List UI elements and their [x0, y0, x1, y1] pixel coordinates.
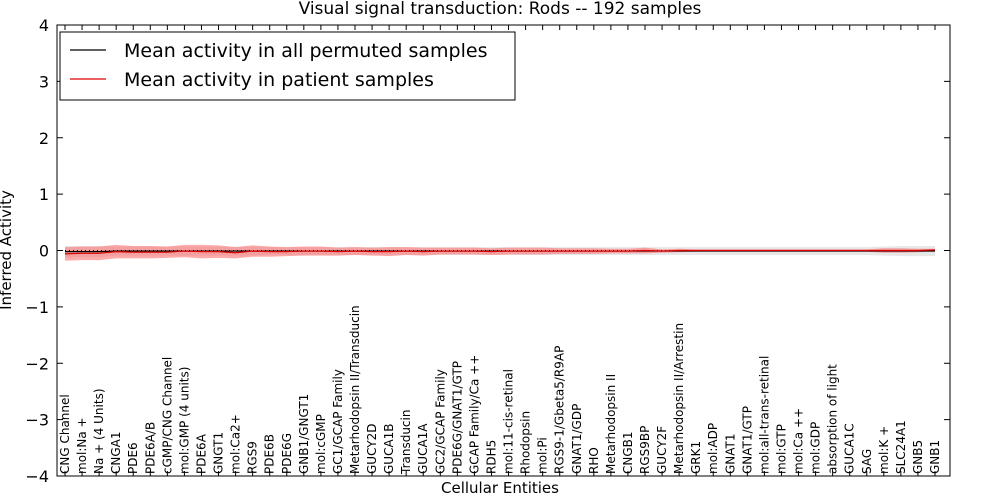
x-tick-label: SAG — [860, 449, 874, 474]
x-tick-label: Metarhodopsin II — [604, 374, 618, 474]
chart-title: Visual signal transduction: Rods -- 192 … — [299, 0, 702, 19]
x-tick-label: GNB1 — [928, 440, 942, 474]
x-tick-label: GUCA1B — [382, 423, 396, 474]
x-axis-ticks — [64, 25, 936, 476]
x-tick-label: mol:GTP — [774, 424, 788, 474]
x-tick-label: absorption of light — [826, 364, 840, 474]
x-tick-label: GNAT1 — [723, 433, 737, 474]
x-tick-label: GUCA1C — [843, 423, 857, 474]
x-tick-label: PDE6 — [126, 442, 140, 474]
y-tick-label: −2 — [25, 354, 49, 373]
x-tick-label: GNB5 — [911, 440, 925, 474]
y-tick-label: 4 — [39, 16, 49, 35]
y-tick-label: 0 — [39, 242, 49, 261]
x-tick-label: GNAT1/GTP — [740, 406, 754, 474]
legend-label-permuted: Mean activity in all permuted samples — [124, 40, 487, 62]
x-tick-label: mol:K + — [877, 426, 891, 474]
x-tick-label: Transducin — [399, 410, 413, 475]
x-tick-label: cGMP/CNG Channel — [160, 357, 174, 474]
x-tick-label: GNB1/GNGT1 — [297, 394, 311, 474]
x-tick-label: GNGT1 — [212, 432, 226, 474]
x-tick-label: PDE6G — [280, 433, 294, 474]
y-tick-label: −1 — [25, 298, 49, 317]
x-tick-label: mol:Pi — [536, 437, 550, 474]
x-tick-label: PDE6B — [263, 434, 277, 474]
x-tick-label: SLC24A1 — [894, 420, 908, 474]
x-tick-label: GRK1 — [689, 441, 703, 474]
x-tick-label: RGS9-1/Gbeta5/R9AP — [553, 346, 567, 474]
x-tick-label: GC1/GCAP Family — [331, 369, 345, 474]
confidence-bands — [65, 244, 935, 261]
x-tick-label: CNGB1 — [621, 431, 635, 474]
x-axis-title: Cellular Entities — [441, 479, 559, 497]
x-tick-label: PDE6G/GNAT1/GTP — [450, 361, 464, 474]
y-tick-label: 2 — [39, 129, 49, 148]
line-patient — [64, 249, 936, 255]
x-tick-label: GUCY2D — [365, 424, 379, 474]
legend-label-patient: Mean activity in patient samples — [124, 69, 434, 91]
legend-box — [59, 31, 516, 101]
y-tick-label: 1 — [39, 185, 49, 204]
y-tick-label: 3 — [39, 72, 49, 91]
x-tick-label: mol:GMP (4 units) — [177, 367, 191, 474]
x-tick-label: CNGA1 — [109, 432, 123, 475]
x-tick-label: GUCY2F — [655, 426, 669, 474]
x-tick-label: mol:cGMP — [314, 414, 328, 474]
y-tick-label: −4 — [25, 467, 49, 486]
legend: Mean activity in all permuted samples Me… — [59, 31, 516, 101]
x-tick-label: Na + (4 Units) — [92, 388, 106, 474]
x-tick-label: CNG Channel — [58, 394, 72, 474]
x-tick-label: mol:all-trans-retinal — [757, 356, 771, 474]
x-tick-label: Metarhodopsin II/Transducin — [348, 305, 362, 474]
x-tick-label: RDH5 — [484, 440, 498, 474]
x-tick-label: PDE6A/B — [143, 422, 157, 474]
band-patient — [65, 244, 935, 261]
x-tick-label: mol:GDP — [809, 422, 823, 474]
x-tick-label: Metarhodopsin II/Arrestin — [672, 323, 686, 474]
x-tick-label: mol:Ca ++ — [792, 408, 806, 474]
x-tick-label: Rhodopsin — [519, 411, 533, 474]
x-tick-label: mol:Na + — [75, 417, 89, 474]
y-axis-ticks: −4 −3 −2 −1 0 1 2 3 4 — [25, 16, 950, 486]
x-tick-label: PDE6A — [194, 433, 208, 474]
x-tick-label: mol:11-cis-retinal — [502, 369, 516, 474]
y-tick-label: −3 — [25, 411, 49, 430]
x-tick-label: GUCA1A — [416, 423, 430, 474]
x-tick-label: mol:Ca2+ — [229, 414, 243, 474]
y-axis-title: Inferred Activity — [0, 190, 15, 310]
x-tick-label: RGS9BP — [638, 426, 652, 474]
x-tick-label: RGS9 — [246, 441, 260, 474]
x-tick-label: mol:ADP — [706, 423, 720, 474]
x-tick-label: GNAT1/GDP — [570, 404, 584, 474]
x-tick-label: GC2/GCAP Family — [433, 369, 447, 474]
series-lines — [64, 249, 936, 255]
x-tick-label: GCAP Family/Ca ++ — [467, 355, 481, 474]
x-tick-label: RHO — [587, 447, 601, 474]
